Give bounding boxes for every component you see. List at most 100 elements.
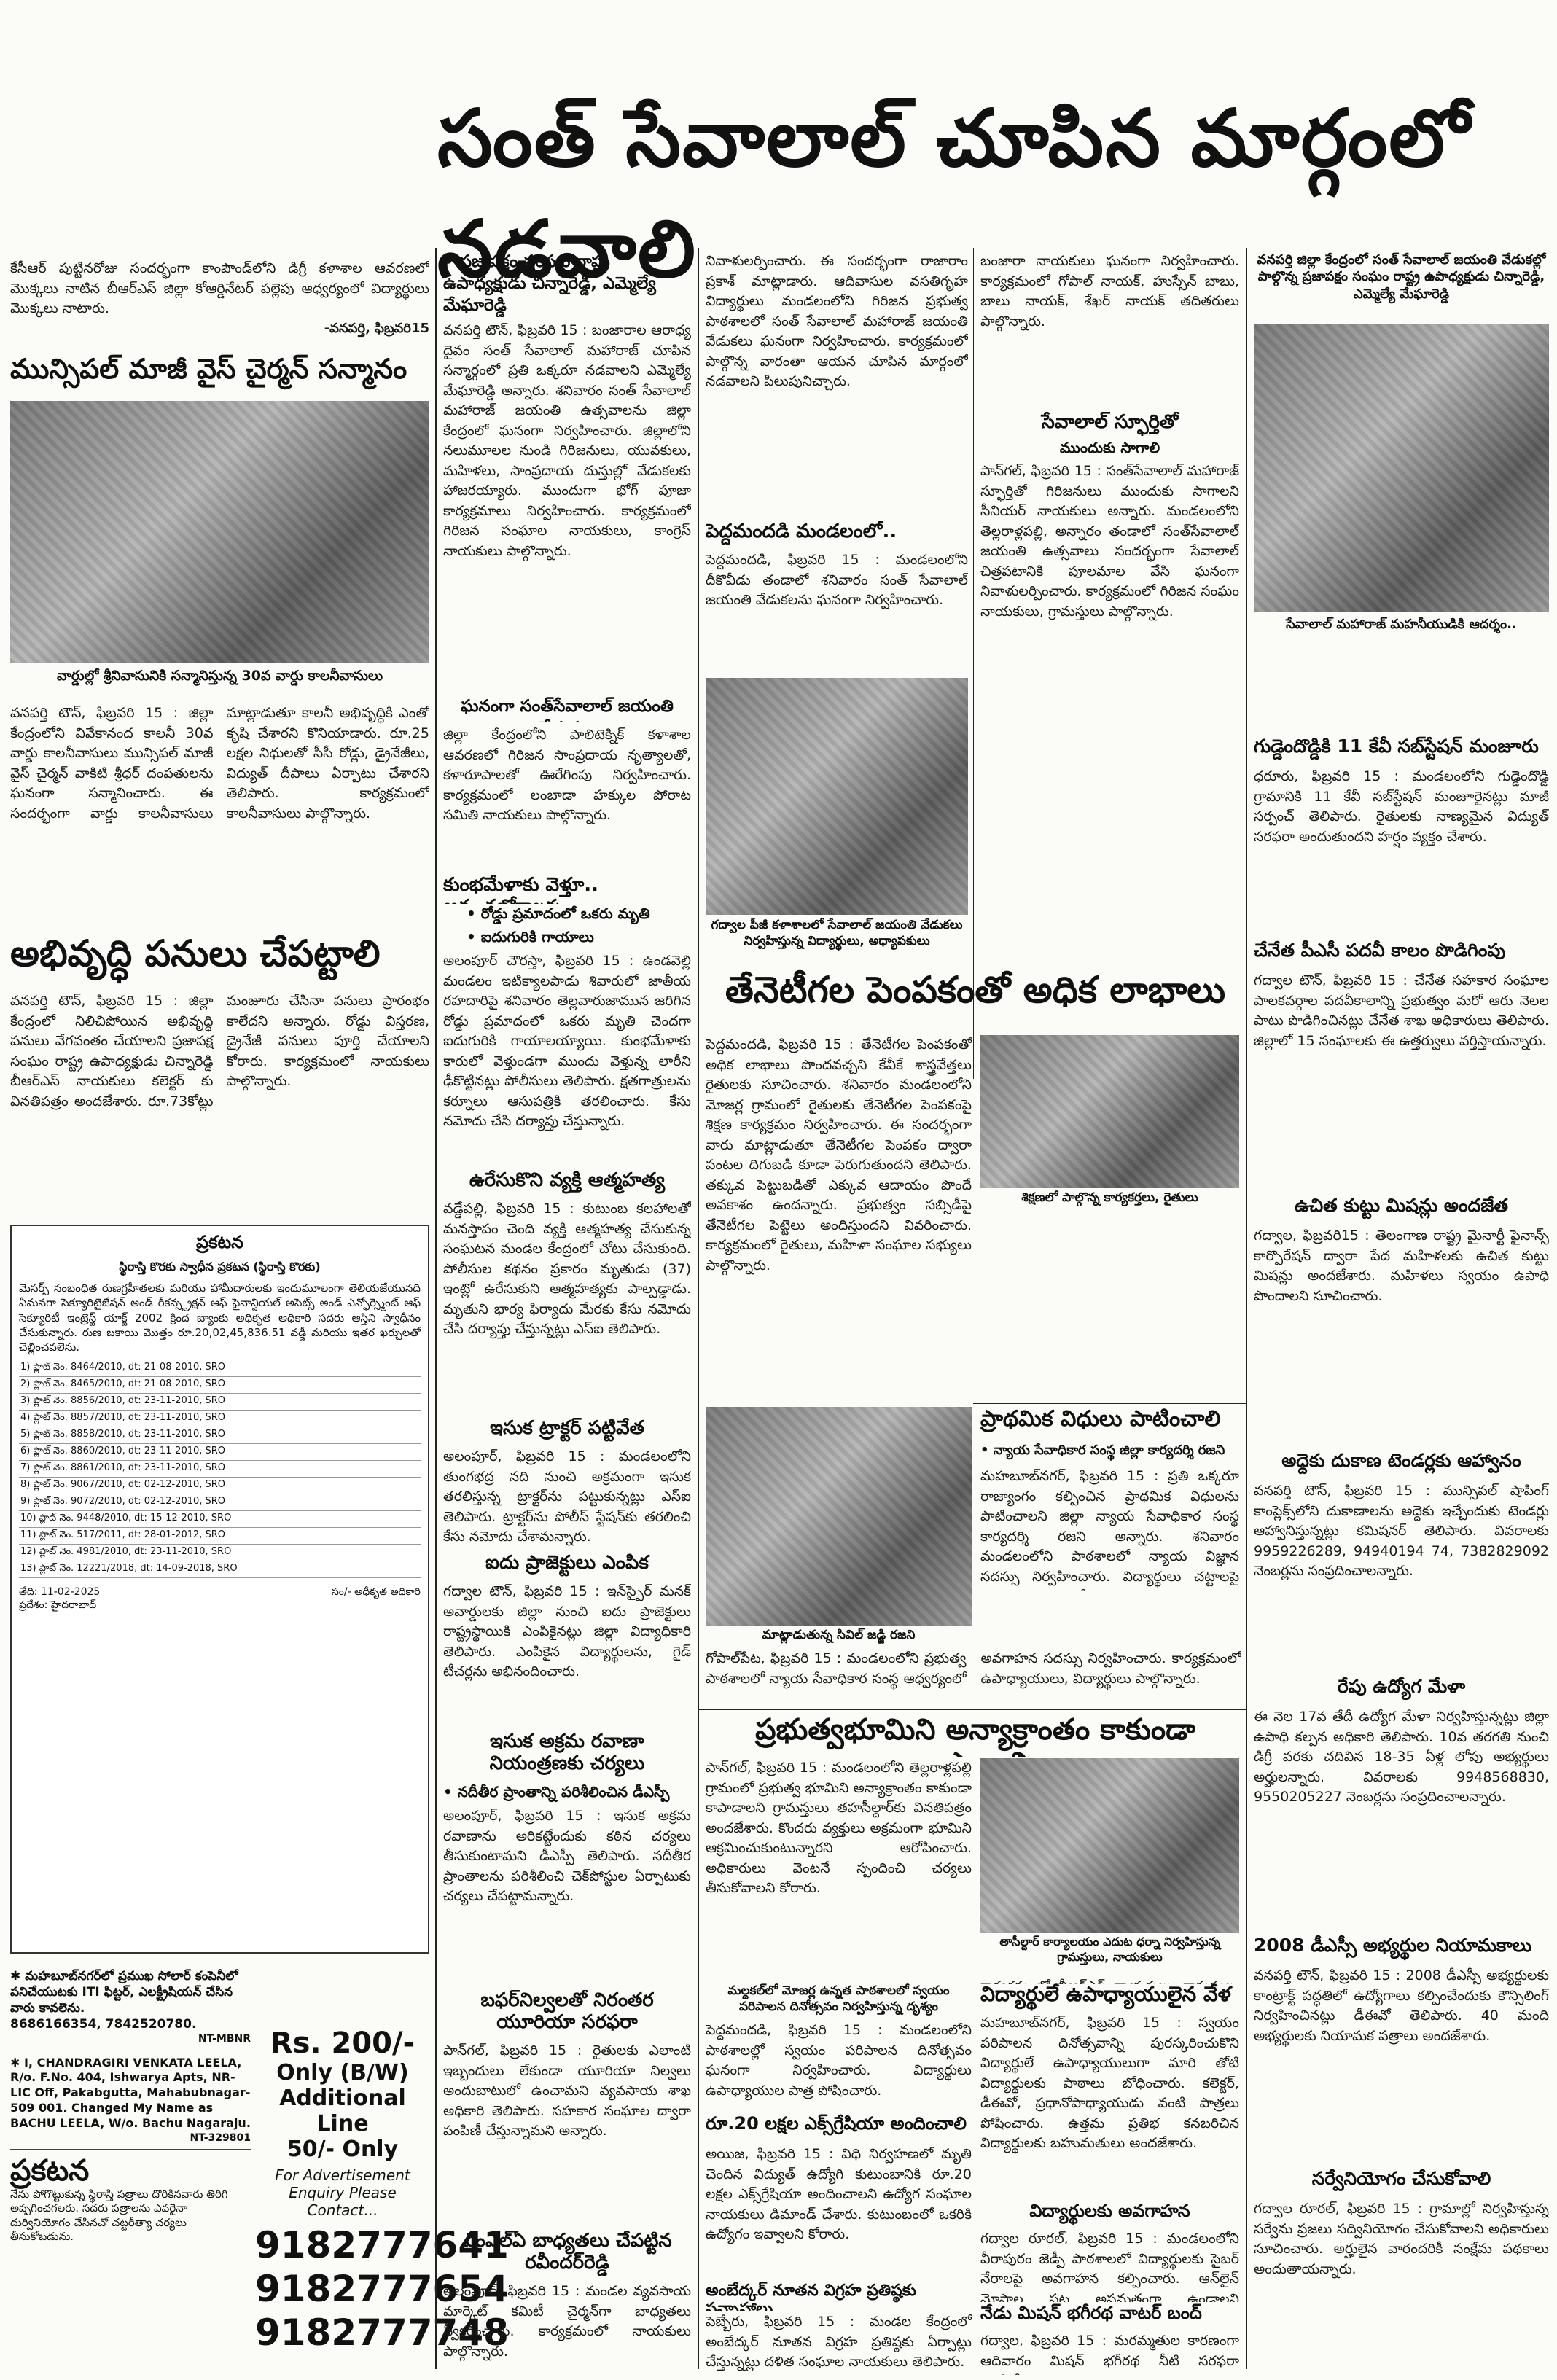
raids-body: అలంపూర్, ఫిబ్రవరి 15 : ఇసుక అక్రమ రవాణాన… xyxy=(443,1808,691,1905)
survey-headline: సర్వేనియోగం చేసుకోవాలి xyxy=(1311,2169,1491,2189)
substation-headline: గుడ్డెందొడ్డికి 11 కేవీ సబ్‌స్టేషన్ మంజూ… xyxy=(1254,736,1539,757)
isuka-body: అలంపూర్, ఫిబ్రవరి 15 : మండలంలోని తుంగభద్… xyxy=(443,1448,691,1545)
ad-rate-price: Rs. 200/- xyxy=(270,2026,415,2060)
classified-solar-phone: 8686166354, 7842520780. xyxy=(10,2017,197,2032)
kumbh-sub2: • ఐదుగురికి గాయాలు xyxy=(467,928,594,945)
ad-phone-1: 9182777641 xyxy=(255,2224,509,2266)
primary-subhead: • న్యాయ సేవాధికార సంస్థ జిల్లా కార్యదర్శ… xyxy=(980,1443,1225,1458)
free-headline: ఉచిత కుట్టు మిషన్లు అందజేత xyxy=(1295,1195,1508,1216)
kumbh-body: అలంపూర్ చౌరస్తా, ఫిబ్రవరి 15 : ఉండవెల్లి… xyxy=(443,953,691,1130)
column-rule-3 xyxy=(973,248,974,1079)
inspire-headline: ఐదు ప్రాజెక్టులు ఎంపిక xyxy=(485,1553,649,1574)
table-cell: 12) ప్లాట్ నెం. 4981/2010, dt: 23-11-201… xyxy=(19,1544,421,1562)
legal-notice-place: ప్రదేశం: హైదరాబాద్ xyxy=(19,1599,97,1612)
main-headline-text: సంత్ సేవాలాల్ చూపిన మార్గంలో నడవాలి xyxy=(437,93,1472,295)
table-cell: 4) ప్లాట్ నెం. 8857/2010, dt: 23-11-2010… xyxy=(19,1410,421,1428)
table-cell: 8) ప్లాట్ నెం. 9067/2010, dt: 02-12-2010… xyxy=(19,1477,421,1495)
right-photo xyxy=(1254,324,1549,612)
dsc-body: వనపర్తి టౌన్, ఫిబ్రవరి 15 : 2008 డీఎస్సీ… xyxy=(1254,1967,1549,2044)
exgratia-headline: రూ.20 లక్షల ఎక్స్‌గ్రేషియా అందించాలి xyxy=(706,2114,967,2134)
ad-rate-fifty: 50/- Only xyxy=(286,2137,399,2162)
bhagiratha-body: గద్వాల, ఫిబ్రవరి 15 : మరమ్మతుల కారణంగా ఆ… xyxy=(980,2333,1239,2375)
col2-mid-subhead: ఘనంగా సంత్‌సేవాలాల్ జయంతి వేడుకలు xyxy=(461,697,674,722)
left-photo xyxy=(10,401,429,663)
mla-body: అలంపూర్, ఫిబ్రవరి 15 : మండల వ్యవసాయ మార్… xyxy=(443,2283,691,2360)
isuka-headline: ఇసుక ట్రాక్టర్ పట్టివేత xyxy=(490,1418,644,1439)
left-story2-body: వనపర్తి టౌన్, ఫిబ్రవరి 15 : జిల్లా కేంద్… xyxy=(10,993,429,1109)
left-photo-caption: వార్డుల్లో శ్రీనివాసునికి సన్మానిస్తున్న… xyxy=(56,668,383,684)
table-row: 6) ప్లాట్ నెం. 8860/2010, dt: 23-11-2010… xyxy=(19,1443,421,1462)
land-photo-caption: తాసీల్దార్ కార్యాలయం ఎదుట ధర్నా నిర్వహిస… xyxy=(999,1935,1220,1964)
table-row: 10) ప్లాట్ నెం. 9448/2010, dt: 15-12-201… xyxy=(19,1510,421,1529)
left-top-intro: కేసీఆర్ పుట్టినరోజు సందర్భంగా కాంపౌండ్‌ల… xyxy=(10,260,429,317)
ad-rate-additional: Additional Line xyxy=(279,2086,406,2137)
left-top-story: కేసీఆర్ పుట్టినరోజు సందర్భంగా కాంపౌండ్‌ల… xyxy=(10,259,429,354)
primary-headline: ప్రాథమిక విధులు పాటించాలి xyxy=(980,1407,1221,1432)
awareness-body: గద్వాల రూరల్, ఫిబ్రవరి 15 : మండలంలోని వీ… xyxy=(980,2231,1239,2302)
pedda-headline: పెద్దమందడి మండలంలో.. xyxy=(706,521,897,542)
primary-body: మహబూబ్‌నగర్, ఫిబ్రవరి 15 : ప్రతి ఒక్కరూ … xyxy=(980,1468,1239,1591)
ambedkar-headline: అంబేద్కర్ నూతన విగ్రహ ప్రతిష్ఠకు సన్నాహా… xyxy=(706,2282,916,2311)
ambedkar-body: పెబ్బేరు, ఫిబ్రవరి 15 : మండల కేంద్రంలో అ… xyxy=(706,2314,972,2371)
legal-notice: ప్రకటన స్థిరాస్తి కొరకు స్వాధీన ప్రకటన (… xyxy=(10,1225,429,1954)
classified-solar: ✱ మహబూబ్‌నగర్‌లో ప్రముఖ సోలార్ కంపెనీలో … xyxy=(10,1969,238,2016)
classified-solar-code: NT-MBNR xyxy=(198,2033,251,2045)
honey-headline: తేనెటీగల పెంపకంతో అధిక లాభాలు xyxy=(725,969,1226,1011)
honey-photo-caption: శిక్షణలో పాల్గొన్న కార్యకర్తలు, రైతులు xyxy=(1021,1190,1198,1205)
col2-mid-body: జిల్లా కేంద్రంలోని పాలిటెక్నిక్ కళాశాల ఆ… xyxy=(443,727,691,824)
section-rule-primary xyxy=(973,1403,1246,1404)
teacher-headline: విద్యార్థులే ఉపాధ్యాయులైన వేళ xyxy=(980,1983,1231,2006)
seva-headline: సేవాలాల్ స్ఫూర్తితో xyxy=(1041,412,1179,433)
main-headline: సంత్ సేవాలాల్ చూపిన మార్గంలో నడవాలి xyxy=(437,93,1531,295)
inspire-body: గద్వాల టౌన్, ఫిబ్రవరి 15 : ఇన్‌స్పైర్ మన… xyxy=(443,1583,691,1680)
raids-headline: ఇసుక అక్రమ రవాణా నియంత్రణకు చర్యలు xyxy=(489,1731,645,1774)
column-rule-4 xyxy=(1246,248,1247,2369)
left-story2-headline: అభివృద్ధి పనులు చేపట్టాలి xyxy=(10,933,381,975)
table-cell: 9) ప్లాట్ నెం. 9072/2010, dt: 02-12-2010… xyxy=(19,1494,421,1512)
survey-body: గద్వాల రూరల్, ఫిబ్రవరి 15 : గ్రామాల్లో న… xyxy=(1254,2201,1549,2277)
table-cell: 1) ప్లాట్ నెం. 8464/2010, dt: 21-08-2010… xyxy=(19,1360,421,1378)
seva-body: పాన్‌గల్, ఫిబ్రవరి 15 : సంత్‌సేవాలాల్ మహ… xyxy=(980,463,1239,620)
table-row: 4) ప్లాట్ నెం. 8857/2010, dt: 23-11-2010… xyxy=(19,1410,421,1428)
kumbh-headline: కుంభమేళాకు వెళ్తూ.. అనంతలోకాలకు.. xyxy=(443,875,598,904)
col4-top-body: బంజారా నాయకులు ఘనంగా నిర్వహించారు. కార్య… xyxy=(980,253,1239,329)
table-row: 8) ప్లాట్ నెం. 9067/2010, dt: 02-12-2010… xyxy=(19,1477,421,1495)
land-headline: ప్రభుత్వభూమిని అన్యాక్రాంతం కాకుండా కాపా… xyxy=(755,1713,1195,1757)
honey-photo xyxy=(980,1035,1239,1188)
legal-notice-text: మెసర్స్ సంబంధిత రుణగ్రహీతలకు మరియు హామీద… xyxy=(19,1281,421,1354)
col3-photo-caption: గద్వాల పీజీ కళాశాలలో సేవాలాల్ జయంతి వేడు… xyxy=(711,918,963,949)
column-rule-2 xyxy=(698,248,699,2369)
awareness-headline: విద్యార్థులకు అవగాహన xyxy=(1029,2201,1190,2221)
legal-notice-table: 1) ప్లాట్ నెం. 8464/2010, dt: 21-08-2010… xyxy=(19,1360,421,1579)
honey-body: పెద్దమందడి, ఫిబ్రవరి 15 : తేనెటీగల పెంపక… xyxy=(706,1037,972,1274)
ad-phone-2: 9182777654 xyxy=(255,2268,509,2310)
legal-notice-footer: తేది: 11-02-2025 ప్రదేశం: హైదరాబాద్ సం/-… xyxy=(19,1585,421,1612)
table-row: 1) ప్లాట్ నెం. 8464/2010, dt: 21-08-2010… xyxy=(19,1360,421,1378)
center-bottom-body1: పెద్దమందడి, ఫిబ్రవరి 15 : మండలంలోని పాఠశ… xyxy=(706,2022,972,2099)
table-row: 5) ప్లాట్ నెం. 8858/2010, dt: 23-11-2010… xyxy=(19,1427,421,1445)
left-top-dateline: -వనపర్తి, ఫిబ్రవరి15 xyxy=(324,320,429,336)
ad-rates-box: Rs. 200/- Only (B/W) Additional Line 50/… xyxy=(255,2026,509,2369)
table-row: 7) ప్లాట్ నెం. 8861/2010, dt: 23-11-2010… xyxy=(19,1460,421,1478)
raids-subhead: • నదీతీర ప్రాంతాన్ని పరిశీలించిన డీఎస్పీ xyxy=(443,1783,670,1800)
exgratia-body: అయిజ, ఫిబ్రవరి 15 : విధి నిర్వహణలో మృతి … xyxy=(706,2146,972,2243)
honey-body-cont xyxy=(980,1214,1239,1400)
water-headline: బఫర్‌నిల్వలతో నిరంతర యూరియా సరఫరా xyxy=(480,1990,654,2033)
bhagiratha-headline: నేడు మిషన్ భగీరథ వాటర్ బంద్ xyxy=(980,2303,1202,2323)
ad-rate-only: Only (B/W) xyxy=(276,2060,409,2086)
classified-prakatana-heading: ప్రకటన xyxy=(10,2153,90,2188)
classified-name-code: NT-329801 xyxy=(190,2131,251,2144)
seva-subhead: ముందుకు సాగాలి xyxy=(1059,439,1160,456)
classifieds: ✱ మహబూబ్‌నగర్‌లో ప్రముఖ సోలార్ కంపెనీలో … xyxy=(10,1968,251,2369)
teacher-body: మహబూబ్‌నగర్, ఫిబ్రవరి 15 : స్వయం పరిపాలన… xyxy=(980,2015,1239,2152)
table-row: 9) ప్లాట్ నెం. 9072/2010, dt: 02-12-2010… xyxy=(19,1494,421,1512)
land-body2: కార్యక్రమంలో బీఆర్ఎస్ నాయకులు, గ్రామస్తు… xyxy=(980,1977,1239,1984)
table-cell: 6) ప్లాట్ నెం. 8860/2010, dt: 23-11-2010… xyxy=(19,1443,421,1462)
judge-photo xyxy=(706,1407,972,1626)
shop-headline: అద్దెకు దుకాణ టెండర్లకు ఆహ్వానం xyxy=(1281,1451,1521,1471)
cheyutha-headline: చేనేత పీఎసీ పదవీ కాలం పొడిగింపు xyxy=(1254,940,1506,961)
ureshi-body: వడ్డేపల్లి, ఫిబ్రవరి 15 : కుటుంబ కలహాలతో… xyxy=(443,1201,691,1338)
shop-body: వనపర్తి టౌన్, ఫిబ్రవరి 15 : మున్సిపల్ షా… xyxy=(1254,1483,1549,1580)
col2-subhead: • ప్రజాపక్షం సంఘం రాష్ట్ర ఉపాధ్యక్షుడు చ… xyxy=(443,252,656,315)
legal-notice-subtitle: స్థిరాస్తి కొరకు స్వాధీన ప్రకటన (స్థిరాస… xyxy=(119,1260,321,1273)
